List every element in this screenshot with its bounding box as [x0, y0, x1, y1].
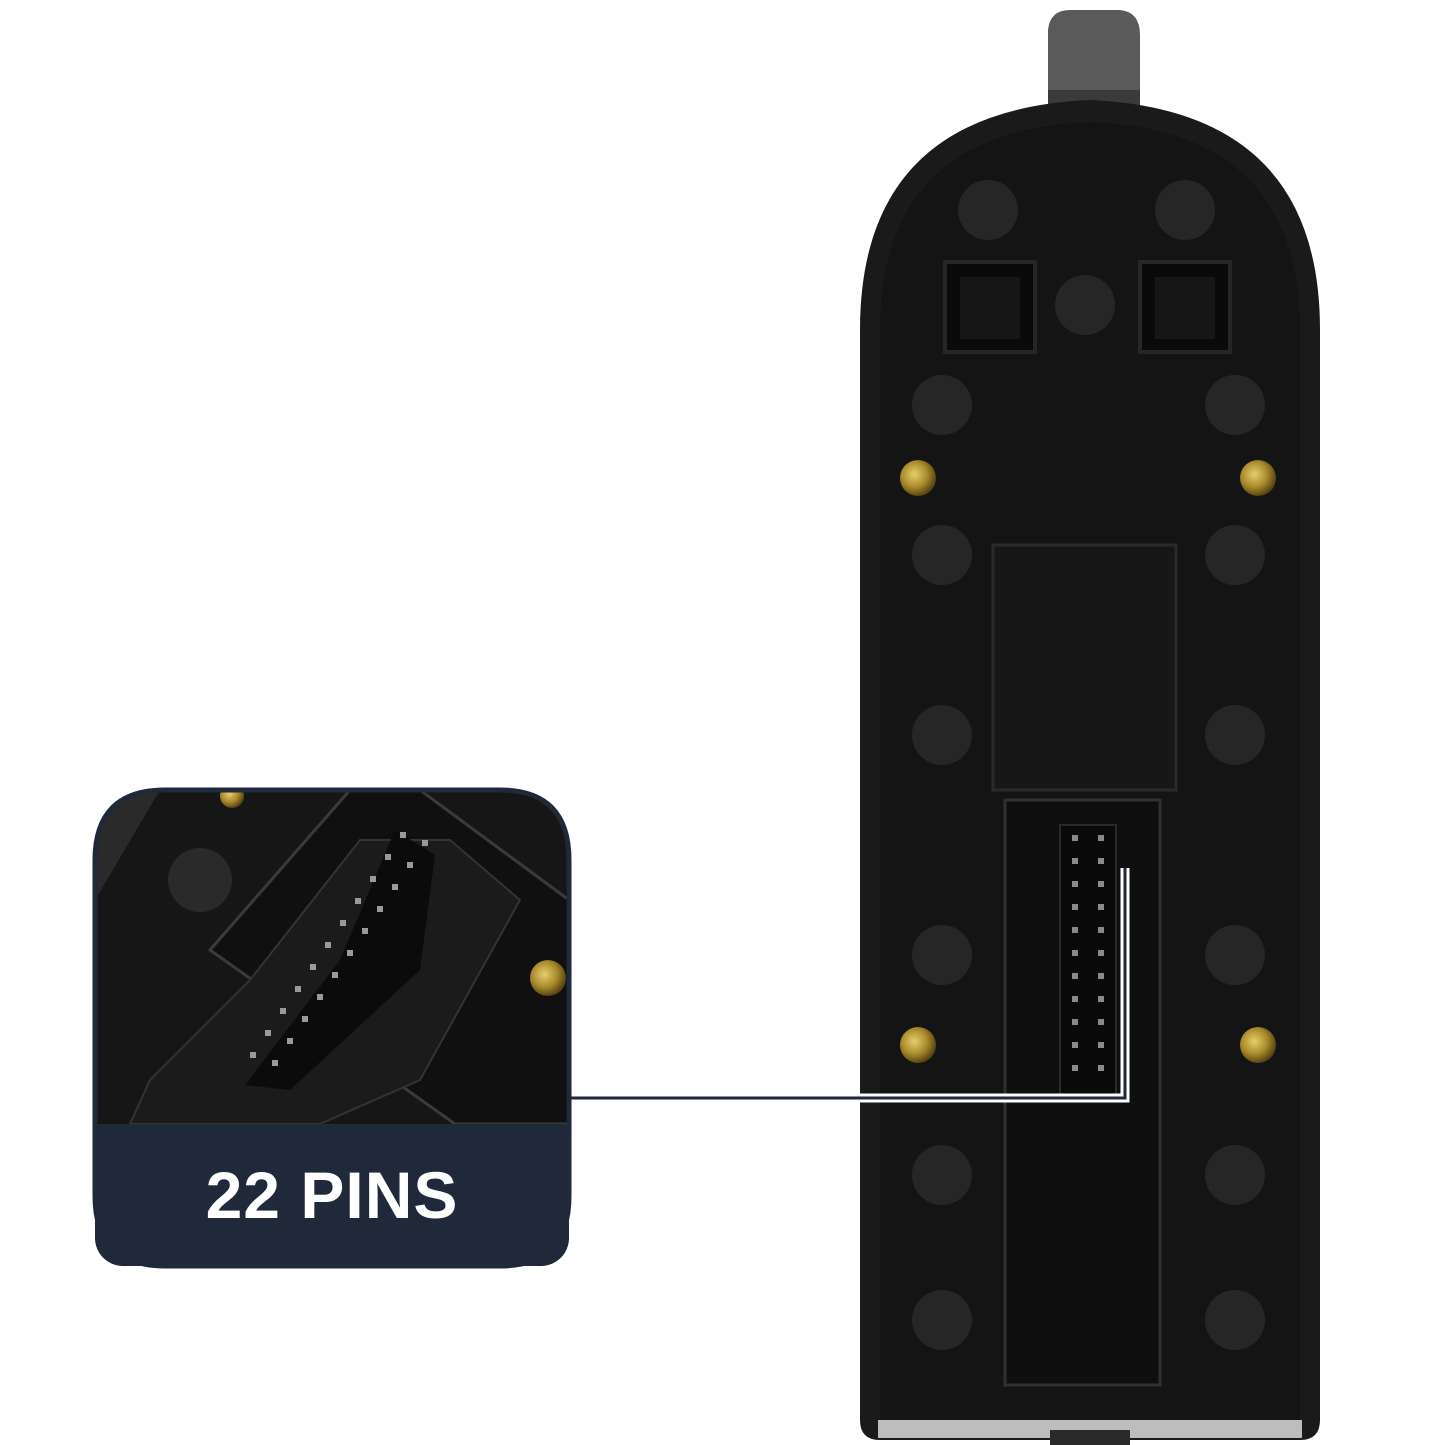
inset-connector-pin — [422, 840, 428, 846]
connector-pin — [1072, 1042, 1078, 1048]
zoom-inset — [92, 787, 572, 1269]
connector-pin — [1098, 904, 1104, 910]
inset-connector-pin — [265, 1030, 271, 1036]
connector-pin — [1098, 1065, 1104, 1071]
inset-connector-pin — [340, 920, 346, 926]
inset-connector-pin — [347, 950, 353, 956]
connector-pin — [1072, 1019, 1078, 1025]
pin-count-label: 22 PINS — [95, 1124, 569, 1266]
inset-connector-pin — [302, 1016, 308, 1022]
connector-pin — [1098, 996, 1104, 1002]
connector-pin — [1072, 904, 1078, 910]
inset-connector-pin — [325, 942, 331, 948]
inset-connector-pin — [310, 964, 316, 970]
square-openings — [943, 260, 1232, 354]
connector — [1003, 798, 1162, 1387]
connector-pin — [1098, 1042, 1104, 1048]
inset-connector-pin — [385, 854, 391, 860]
connector-pin — [1098, 973, 1104, 979]
inset-connector-pin — [377, 906, 383, 912]
ejector-marks — [912, 180, 1265, 1350]
connector-pin — [1098, 950, 1104, 956]
connector-pin — [1072, 927, 1078, 933]
connector-pin — [1072, 973, 1078, 979]
inset-connector-pin — [280, 1008, 286, 1014]
top-clip — [1048, 10, 1140, 108]
inset-connector-pin — [295, 986, 301, 992]
connector-pin — [1072, 881, 1078, 887]
connector-pin — [1072, 858, 1078, 864]
connector-pin — [1072, 835, 1078, 841]
inset-connector-pin — [362, 928, 368, 934]
connector-pin — [1098, 835, 1104, 841]
mounting-screws — [900, 460, 1276, 1063]
connector-pin — [1072, 1065, 1078, 1071]
connector-pin — [1098, 858, 1104, 864]
callout-line — [569, 868, 1127, 1100]
inset-connector-pin — [355, 898, 361, 904]
connector-pin — [1098, 1019, 1104, 1025]
inset-connector-pin — [407, 862, 413, 868]
connector-pin — [1072, 996, 1078, 1002]
center-block — [991, 543, 1178, 792]
inset-connector-pin — [250, 1052, 256, 1058]
inset-connector-pin — [400, 832, 406, 838]
inset-connector-pin — [317, 994, 323, 1000]
connector-pin — [1072, 950, 1078, 956]
inset-connector-pin — [392, 884, 398, 890]
inset-connector-pin — [287, 1038, 293, 1044]
connector-pin — [1098, 927, 1104, 933]
connector-pin — [1098, 881, 1104, 887]
inset-connector-pin — [370, 876, 376, 882]
inset-connector-pin — [272, 1060, 278, 1066]
inset-connector-pin — [332, 972, 338, 978]
